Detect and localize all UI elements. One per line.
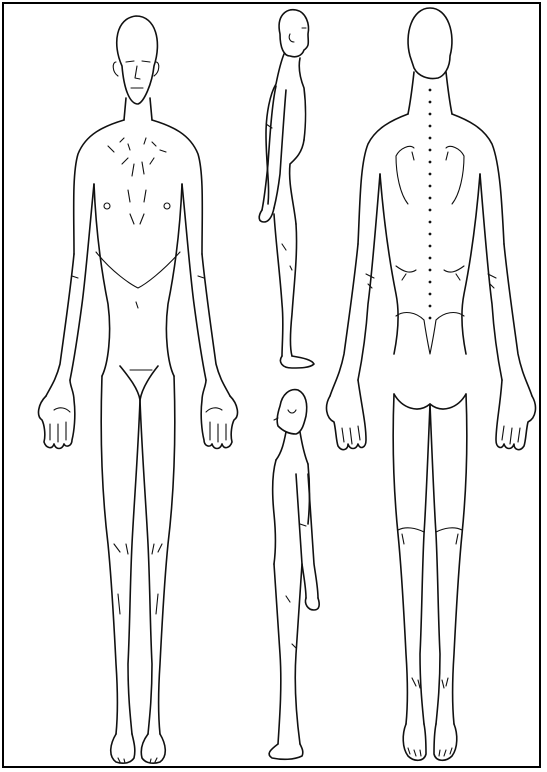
front-right-shoulder (152, 120, 202, 254)
spine-dots (429, 89, 432, 320)
front-feet-icon (111, 734, 166, 763)
left-side-view-body-icon (269, 390, 319, 760)
body-chart-frame (2, 2, 541, 768)
front-right-leg (159, 376, 175, 734)
front-left-hand-icon (39, 380, 75, 449)
front-right-hand-icon (201, 380, 237, 449)
right-side-view-body-icon (259, 10, 314, 368)
body-chart-svg (4, 4, 541, 768)
front-right-arm (202, 254, 230, 396)
front-left-arm (46, 254, 74, 396)
front-head (117, 16, 158, 104)
front-view-body-icon (39, 16, 238, 763)
back-feet-icon (403, 678, 457, 760)
front-left-leg (101, 376, 117, 734)
back-view-body-icon (327, 8, 536, 760)
front-left-shoulder (74, 120, 124, 254)
